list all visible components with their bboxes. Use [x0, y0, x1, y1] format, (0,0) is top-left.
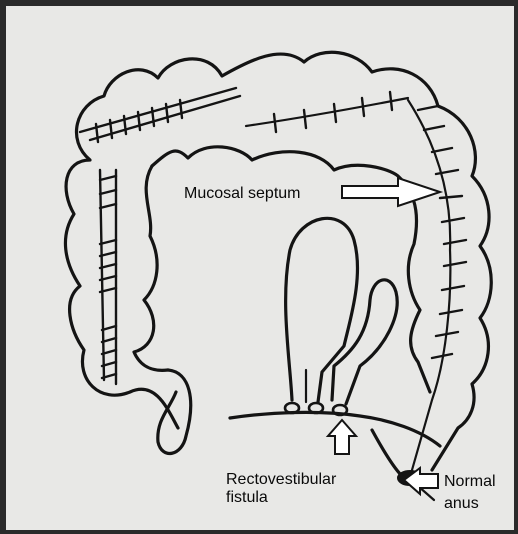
paper-background: [6, 6, 514, 530]
rectovestibular-label-line2: fistula: [226, 489, 268, 506]
normal-anus-label-line2: anus: [444, 495, 479, 512]
normal-anus-label-line1: Normal: [444, 473, 496, 490]
rectovestibular-label-line1: Rectovestibular: [226, 471, 337, 488]
mucosal-septum-label: Mucosal septum: [184, 185, 301, 202]
